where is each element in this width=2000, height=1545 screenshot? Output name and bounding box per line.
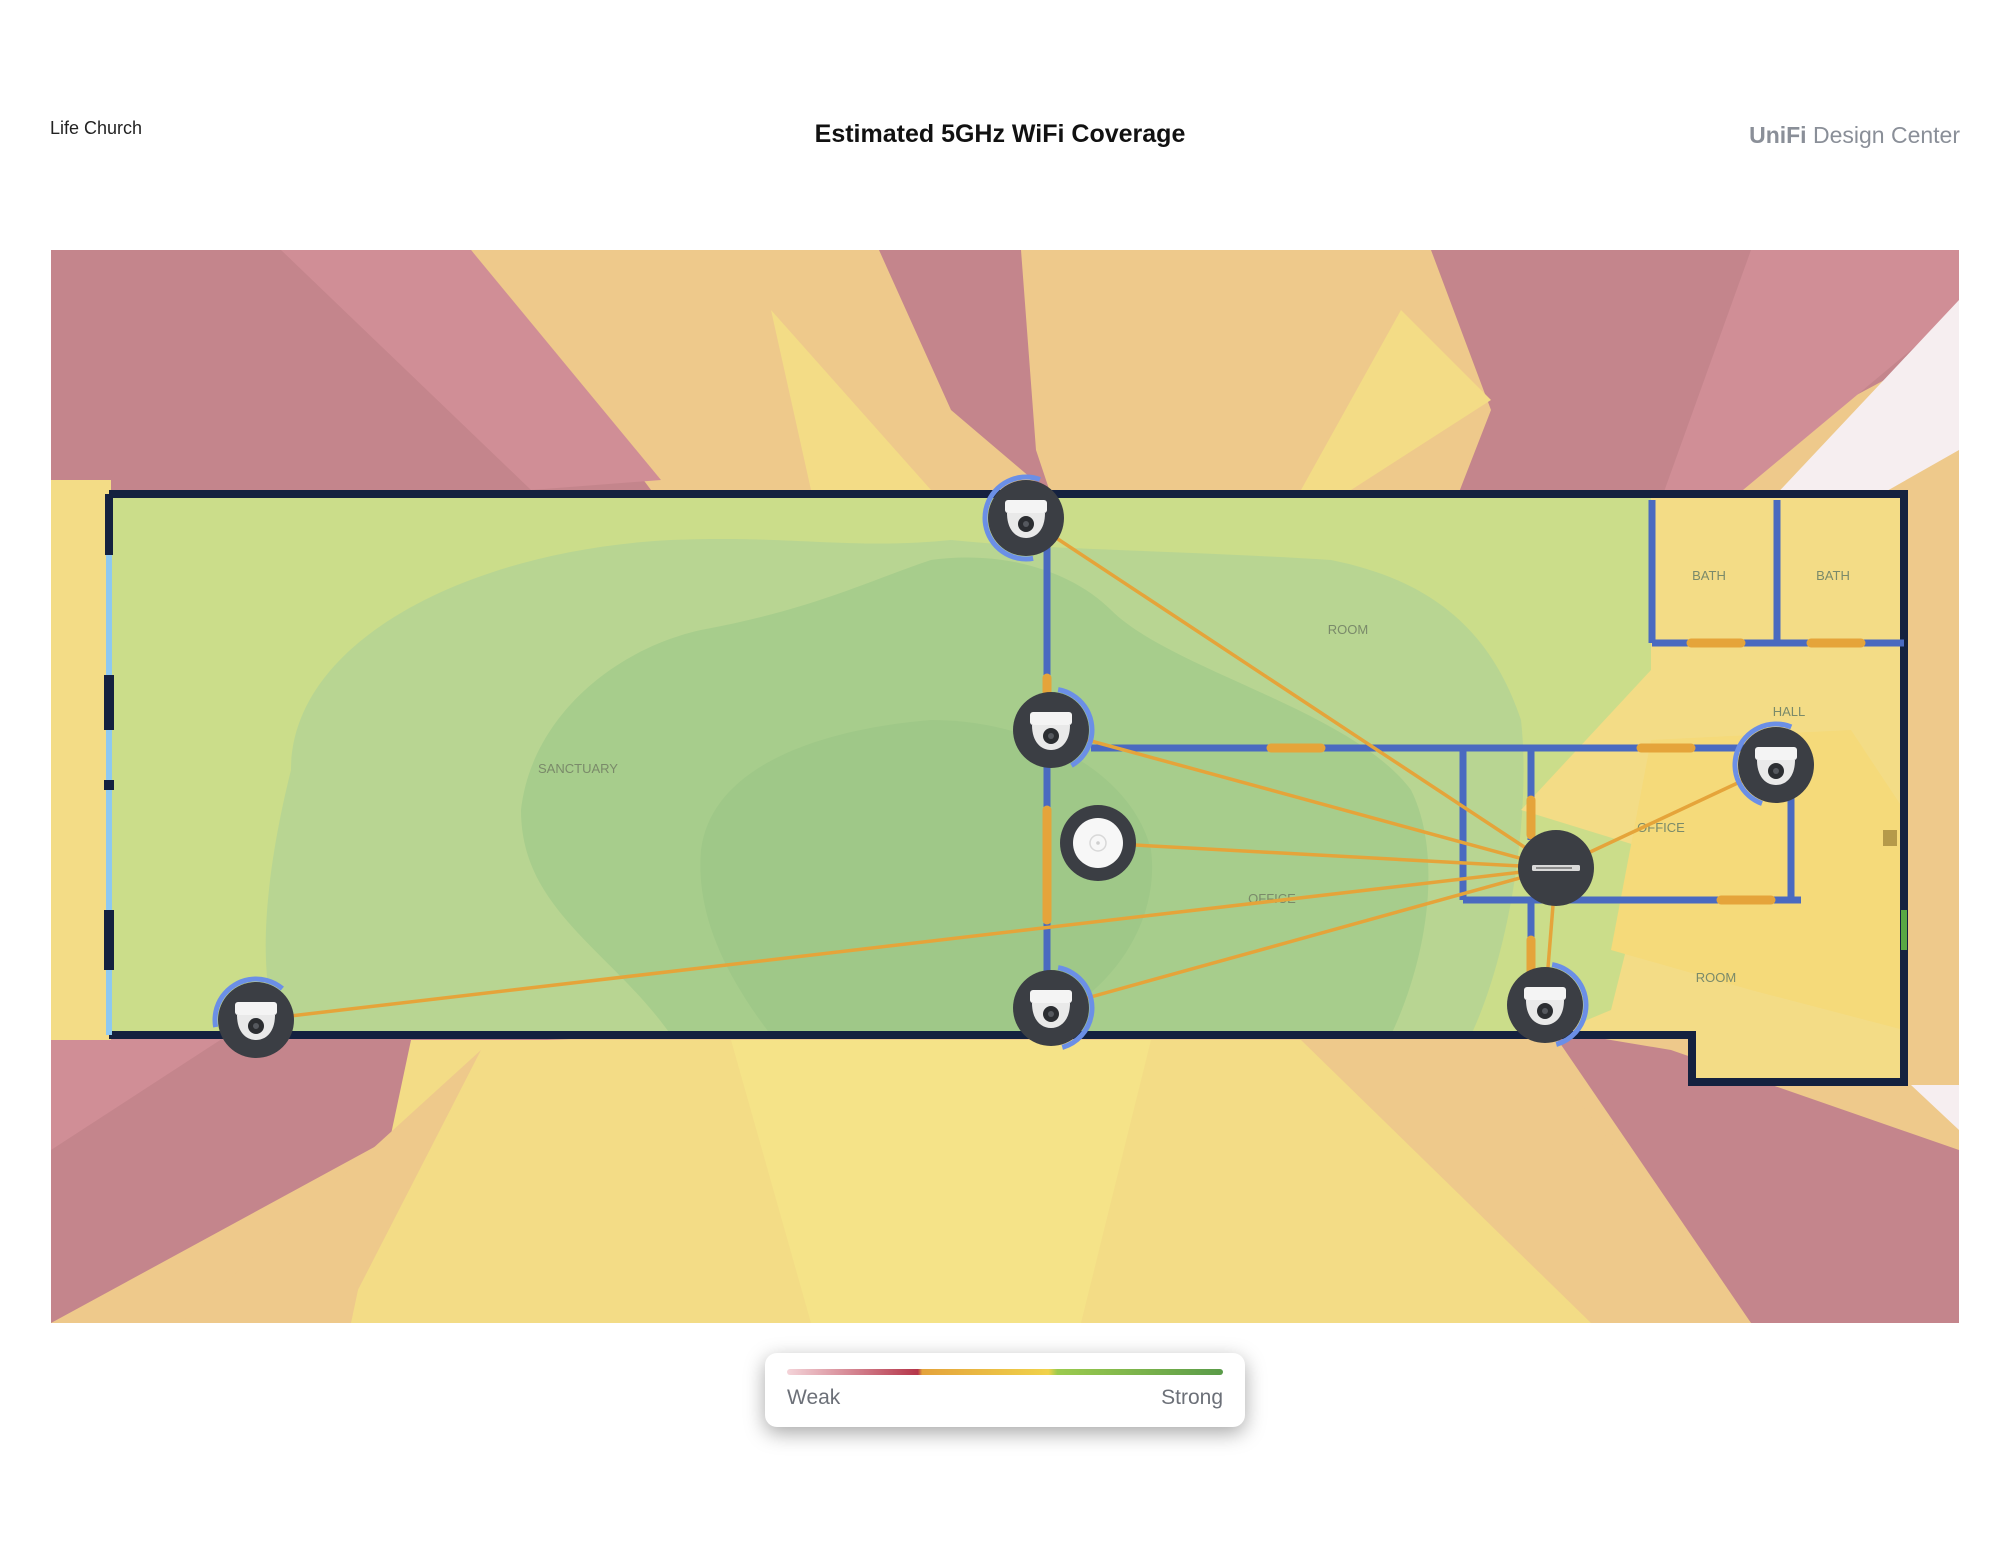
heatmap-fair-bottom-right <box>1301 1040 1751 1323</box>
heatmap-weak-bottom-left-edge <box>51 1020 251 1150</box>
site-name: Life Church <box>50 118 143 138</box>
heatmap-weak-top-left-mid <box>281 250 661 490</box>
doors <box>1042 638 1866 985</box>
page-title: Estimated 5GHz WiFi Coverage <box>814 120 1186 148</box>
exterior-wall-right-marker <box>1883 830 1897 846</box>
legend-strong-label: Strong <box>1161 1386 1223 1409</box>
heatmap-weak-top-right-edge <box>1661 250 1959 500</box>
cable-camera-bottom-center <box>1050 866 1557 1010</box>
cable-camera-top <box>1025 516 1557 870</box>
camera-bottom-right[interactable] <box>1498 958 1593 1053</box>
heatmap-good-top <box>771 310 931 490</box>
room-label-room-bottom: ROOM <box>1696 970 1736 985</box>
legend-weak-label: Weak <box>787 1386 841 1409</box>
heatmap-white-right-top <box>1771 300 1959 500</box>
signal-legend: Weak Strong <box>765 1353 1245 1427</box>
room-label-hall: HALL <box>1773 704 1806 719</box>
heatmap-white-right-bottom <box>1911 1085 1959 1130</box>
brand-bold: UniFi <box>1749 122 1807 148</box>
camera-bottom-center[interactable] <box>1004 961 1099 1056</box>
cable-access-point <box>1097 841 1557 870</box>
cable-camera-bottom-left <box>255 866 1557 1022</box>
heatmap-left-strip <box>51 480 111 1040</box>
heatmap-fair-bottom-left <box>181 1050 481 1323</box>
camera-mid[interactable] <box>1004 683 1099 778</box>
heatmap-weak-bottom-right <box>1551 1030 1959 1323</box>
room-label-bath-2: BATH <box>1816 568 1850 583</box>
access-point[interactable] <box>1060 805 1136 881</box>
heatmap-fair-right-rooms <box>1611 730 1904 1030</box>
network-switch[interactable] <box>1518 830 1594 906</box>
brand-logo: UniFi Design Center <box>1749 122 1960 149</box>
heatmap-good-top-right <box>1301 310 1491 490</box>
cable-camera-mid <box>1050 728 1557 870</box>
coverage-map[interactable]: SANCTUARY ROOM BATH BATH HALL OFFICE OFF… <box>51 250 1959 1323</box>
room-label-bath-1: BATH <box>1692 568 1726 583</box>
heatmap-weak-top-center <box>879 250 1051 495</box>
heatmap-good-bottom-center <box>731 1040 1151 1323</box>
room-label-sanctuary: SANCTUARY <box>538 761 618 776</box>
exterior-wall <box>109 490 1908 1086</box>
room-label-room-top: ROOM <box>1328 622 1368 637</box>
signal-gradient-bar <box>787 1369 1223 1375</box>
brand-rest: Design Center <box>1806 122 1960 148</box>
